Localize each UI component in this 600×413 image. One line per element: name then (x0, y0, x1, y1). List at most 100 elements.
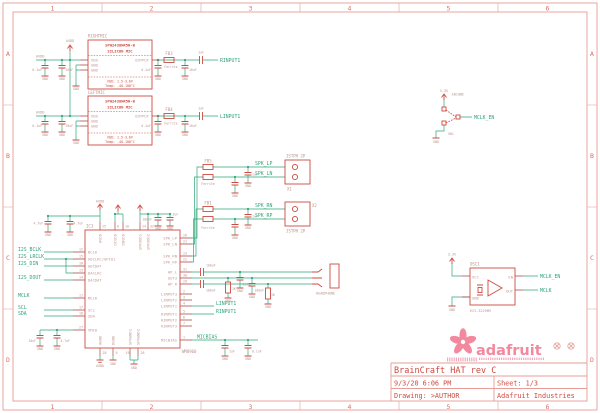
value-label: 1uF (229, 350, 235, 354)
agnd-label: AGND (96, 364, 104, 368)
gnd-label: GND (59, 133, 65, 137)
shunt-capacitor-plates (36, 65, 256, 349)
value-label: 10uF (189, 68, 197, 72)
pin-name: ADCDAT (88, 263, 102, 268)
pin-number: 11 (79, 294, 83, 298)
pin-number: 9 (116, 351, 118, 355)
gnd-label: GND (182, 77, 188, 81)
osc-pin-stubs (462, 275, 523, 298)
jumper-pad-bottom (441, 120, 447, 126)
mic-note: Temp: -40-100°C (105, 84, 135, 88)
mic-note: VDD: 1.5-3.6V (107, 136, 133, 140)
gnd-label: GND (45, 233, 51, 237)
sheet-company: Adafruit Industries (497, 392, 575, 400)
frame-row-label: B (590, 152, 594, 160)
pin-name: DBVDD (120, 233, 125, 245)
gnd-label: GND (42, 77, 48, 81)
net-label-micbias: MICBIAS (197, 335, 217, 341)
value-label: Ferrite (164, 122, 178, 126)
pin-name: SPKVDD2 (145, 234, 150, 250)
wire-bundle-jumper (435, 99, 472, 138)
pin-name: SPK_LP (163, 235, 177, 240)
ref-label: X1 (287, 187, 292, 192)
pin-number: 17 (79, 306, 83, 310)
ref-label: IC3 (86, 224, 94, 229)
fiducial-marks (553, 342, 575, 350)
net-label-linput1: LINPUT1 (216, 301, 236, 307)
frame-col-label: 5 (447, 403, 451, 411)
pin-name: OUTPUT (135, 57, 149, 62)
net-label-i2s-lrclk: I2S_LRCLK (18, 254, 44, 260)
frame-col-label: 2 (150, 403, 154, 411)
part-label: ECS-3225MV (470, 309, 492, 313)
ic-left-pin-stubs (73, 251, 85, 331)
left-mic-body (87, 95, 153, 146)
value-label: 0.1uF (32, 124, 42, 128)
value-label: 1K (232, 287, 236, 291)
ferrite-bead-fb5 (202, 164, 214, 170)
ref-label: LEFTMIC (88, 90, 105, 95)
ferrite-bead-fb2 (202, 216, 214, 222)
pin-number: 14 (79, 276, 83, 280)
value-label: 100uF (255, 289, 265, 293)
value-label: 0.1uF (252, 350, 262, 354)
ic-bottom-pin-stubs (99, 348, 139, 356)
net-label-i2s-din: I2S_DIN (18, 261, 38, 267)
pin-number: 32 (150, 225, 154, 229)
gnd-label: GND (155, 133, 161, 137)
ref-label: FB3 (165, 51, 173, 56)
net-label-scl: SCL (18, 305, 27, 311)
frame-row-label: D (6, 356, 10, 364)
pin-name: GND (472, 295, 480, 300)
agnd-symbol (96, 359, 104, 363)
pin-name: LINPUT1 (161, 303, 178, 308)
pin-name: DGND (110, 335, 115, 345)
supply-label: AVDD (66, 39, 74, 43)
ic-right-pin-stubs (180, 237, 192, 341)
pin-name: SPK_LN (163, 241, 177, 246)
ref-label: FB1 (204, 201, 212, 206)
gnd-label: GND (433, 140, 439, 144)
value-label: 1uF (252, 173, 258, 177)
ic-top-pin-stubs (99, 222, 149, 230)
gnd-label: GND (110, 362, 116, 366)
net-label-mclk-en: MCLK_EN (474, 115, 494, 121)
mic-pin-stubs (80, 59, 160, 127)
value-label: 1uF (198, 107, 204, 111)
frame-row-label: A (6, 50, 10, 58)
pin-number: 30 (183, 274, 187, 278)
connector-pin-icon (291, 215, 299, 223)
frame-row-label: C (590, 254, 594, 262)
pin-number: 19 (126, 351, 130, 355)
net-label-spk-rn: SPK_RN (255, 203, 272, 209)
right-mic-dividers (88, 55, 152, 78)
wire-bundle-ic-left (39, 251, 73, 346)
value-label: 4.7uF (61, 339, 71, 343)
wire-bundle-mic-gnd (75, 64, 80, 140)
frame-row-label: A (590, 50, 594, 58)
pin-number: 6 (183, 316, 185, 320)
gnd-label: GND (225, 299, 231, 303)
ferrite-bead-fb3 (163, 57, 175, 63)
gnd-label: GND (67, 233, 73, 237)
gnd-label: GND (265, 305, 271, 309)
gnd-label: GND (245, 184, 251, 188)
pin-number: 13 (79, 269, 83, 273)
value-label: 10uF (189, 124, 197, 128)
headphone-jack-contacts (312, 268, 323, 288)
right-mic-body (87, 39, 153, 90)
frame-col-label: 4 (348, 403, 352, 411)
speaker-connector-x1: JSTPH 2P X1 SPK_LP SPK_LN FB5 Ferrite 1u… (201, 154, 311, 198)
sheet-title: BrainCraft HAT rev C (394, 366, 496, 376)
value-label: 10uF (28, 339, 36, 343)
ic-right-net-labels: LINPUT1 RINPUT1 MICBIAS 1uF 0.1uF GND GN… (197, 301, 262, 361)
net-label-mclk-en: MCLK_EN (540, 274, 560, 280)
value-label: Ferrite (164, 65, 178, 69)
gnd-label: GND (73, 141, 79, 145)
wire-bundle-mic-chains (157, 59, 218, 132)
codec-ic-body (84, 229, 181, 349)
value-label: 10uF (66, 124, 74, 128)
pin-number: 21 (183, 240, 187, 244)
frame-col-label: 1 (51, 5, 55, 13)
